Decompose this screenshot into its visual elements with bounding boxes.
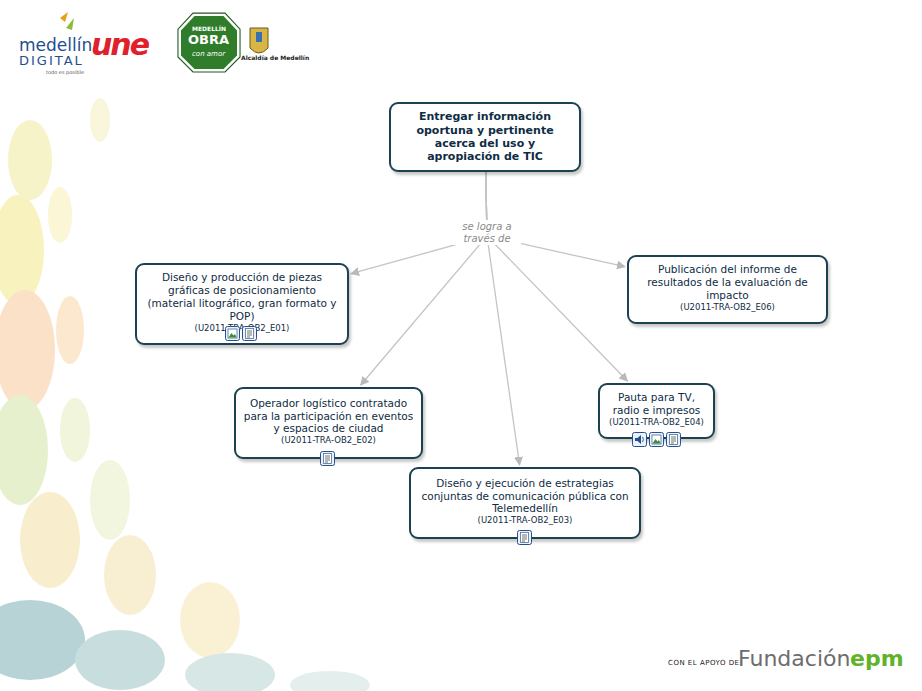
concept-text: Entregar información oportuna y pertinen… xyxy=(397,110,573,164)
concept-text: Operador logístico contratado para la pa… xyxy=(242,397,415,435)
logo-text: medellín xyxy=(19,36,92,56)
connector xyxy=(361,172,487,385)
logo-text: une xyxy=(91,28,148,63)
logo-text: con amor xyxy=(192,50,225,58)
credit-text: CON EL APOYO DE: xyxy=(668,659,742,667)
logo-mark xyxy=(66,18,74,30)
logo-text: Fundación xyxy=(738,646,850,671)
resource-code: (U2011-TRA-OB2_E03) xyxy=(478,515,573,525)
connector xyxy=(486,172,628,381)
connector xyxy=(486,172,520,465)
concept-text: Pauta para TV, radio e impresos xyxy=(606,391,707,417)
coat-of-arms xyxy=(256,32,262,42)
resource-code: (U2011-TRA-OB2_E04) xyxy=(609,417,704,427)
concept-text: Diseño y ejecución de estrategias conjun… xyxy=(417,477,633,515)
logos xyxy=(60,12,268,72)
logo-mark xyxy=(60,12,68,22)
logo-tagline: todo es posible xyxy=(46,70,84,76)
concept-box: Diseño y producción de piezas gráficas d… xyxy=(135,263,349,345)
goal-box: Entregar información oportuna y pertinen… xyxy=(389,102,581,172)
coat-of-arms xyxy=(250,28,268,53)
logo-text: MEDELLÍN xyxy=(192,26,226,33)
link-phrase: se logra a través de xyxy=(453,220,521,245)
concept-box: Operador logístico contratado para la pa… xyxy=(234,387,423,459)
logo-text: DIGITAL xyxy=(19,54,84,69)
logo-text: epm xyxy=(850,646,904,671)
resource-code: (U2011-TRA-OB2_E02) xyxy=(281,435,376,445)
resource-code: (U2011-TRA-OB2_E01) xyxy=(195,323,290,333)
logo-text: OBRA xyxy=(188,33,229,48)
concept-text: Diseño y producción de piezas gráficas d… xyxy=(143,271,341,322)
obra-badge xyxy=(180,15,238,70)
logo-text: Alcaldía de Medellín xyxy=(241,55,309,62)
concept-box: Pauta para TV, radio e impresos(U2011-TR… xyxy=(598,383,715,439)
resource-code: (U2011-TRA-OB2_E06) xyxy=(680,302,775,312)
obra-badge-ring xyxy=(178,13,240,72)
concept-box: Diseño y ejecución de estrategias conjun… xyxy=(409,467,641,539)
concept-text: Publicación del informe de resultados de… xyxy=(635,263,820,301)
concept-box: Publicación del informe de resultados de… xyxy=(627,255,828,324)
